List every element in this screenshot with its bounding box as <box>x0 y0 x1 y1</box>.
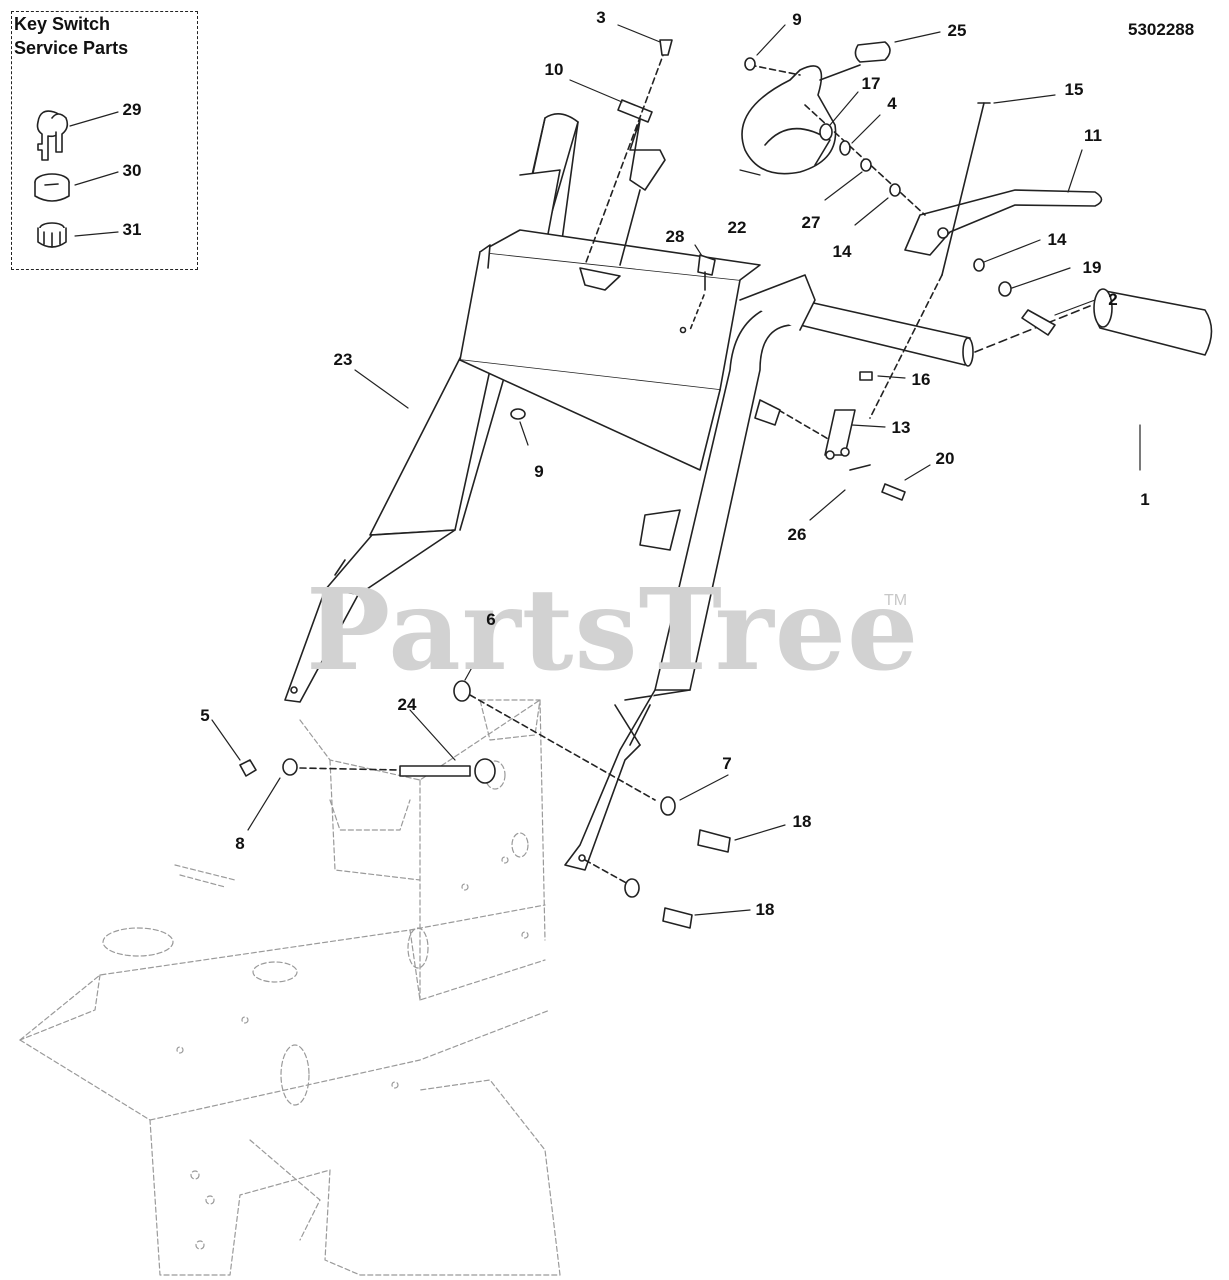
inset-title-line1: Key Switch <box>14 14 111 34</box>
leader-lines <box>69 24 1141 916</box>
callout-10: 10 <box>544 60 564 79</box>
center-lever <box>584 39 673 266</box>
callout-2: 2 <box>1108 290 1118 309</box>
callout-23: 23 <box>333 350 353 369</box>
callout-18-upper: 18 <box>792 812 812 831</box>
callout-25: 25 <box>947 21 967 40</box>
handle-grip <box>974 288 1213 356</box>
callout-22: 22 <box>727 218 747 237</box>
callout-15: 15 <box>1064 80 1084 99</box>
callout-11: 11 <box>1084 126 1102 145</box>
control-lever <box>904 189 1103 256</box>
watermark: PartsTree <box>306 565 920 696</box>
callout-7: 7 <box>722 754 732 773</box>
callout-3: 3 <box>596 8 606 27</box>
watermark-trademark: TM <box>884 592 908 609</box>
plastic-clip <box>854 41 891 63</box>
key-switch-service-parts-box <box>11 11 198 270</box>
callout-4: 4 <box>887 94 897 113</box>
inset-title-line2: Service Parts <box>14 38 129 58</box>
callout-27: 27 <box>801 213 821 232</box>
mounting-hardware <box>453 680 731 929</box>
key-switch <box>689 254 716 331</box>
callout-31: 31 <box>122 220 142 239</box>
nut-9 <box>510 408 526 420</box>
callout-9-nut: 9 <box>534 462 544 481</box>
callout-9-top: 9 <box>792 10 802 29</box>
callout-14-right: 14 <box>1047 230 1067 249</box>
callout-5: 5 <box>200 706 210 725</box>
small-hardware <box>744 57 1056 381</box>
callout-19: 19 <box>1082 258 1102 277</box>
callout-24: 24 <box>397 695 417 714</box>
callout-18-lower: 18 <box>755 900 775 919</box>
pivot-bolt <box>239 758 496 784</box>
callout-29: 29 <box>122 100 142 119</box>
callout-8: 8 <box>235 834 245 853</box>
callout-17: 17 <box>861 74 881 93</box>
callout-30: 30 <box>122 161 142 180</box>
left-handle-tube <box>284 113 579 703</box>
callout-16: 16 <box>911 370 931 389</box>
callout-6: 6 <box>486 610 496 629</box>
document-id: 5302288 <box>1128 20 1195 39</box>
cross-panel <box>459 229 761 471</box>
inset-title: Key Switch Service Parts <box>14 12 128 60</box>
right-handle-tube <box>564 274 974 871</box>
callout-20: 20 <box>935 449 955 468</box>
long-bolt <box>869 102 991 419</box>
callout-14-left: 14 <box>832 242 852 261</box>
callout-26: 26 <box>787 525 807 544</box>
callout-1: 1 <box>1140 490 1150 509</box>
chassis-frame <box>19 699 561 1276</box>
callout-28: 28 <box>665 227 685 246</box>
clevis-assembly <box>754 399 906 501</box>
callout-13: 13 <box>891 418 911 437</box>
inset-parts-art <box>34 110 70 248</box>
